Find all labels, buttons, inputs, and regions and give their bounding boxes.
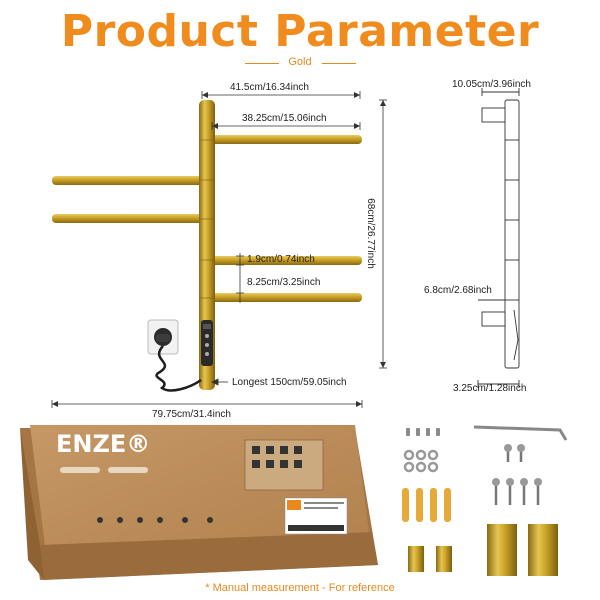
large-bracket-1 bbox=[487, 524, 517, 576]
bar-4 bbox=[210, 256, 362, 265]
allen-key bbox=[473, 425, 568, 441]
dim-side-depth-bottom: 3.25cm/1.28inch bbox=[453, 383, 527, 394]
color-subtitle: Gold bbox=[288, 56, 312, 68]
vertical-post bbox=[199, 100, 215, 390]
subtitle-divider-left bbox=[245, 63, 279, 64]
towel-rack-front-view bbox=[52, 100, 362, 390]
small-bracket-2 bbox=[436, 546, 452, 572]
dim-overall-width-bottom: 79.75cm/31.4inch bbox=[152, 409, 231, 420]
dim-side-depth-top: 10.05cm/3.96inch bbox=[452, 79, 531, 90]
dim-bar-spacing: 8.25cm/3.25inch bbox=[247, 277, 321, 288]
bar-2 bbox=[52, 176, 207, 185]
packaging-box bbox=[20, 425, 378, 580]
dim-bar-diameter: 1.9cm/0.74inch bbox=[247, 254, 315, 265]
hardware-accessories bbox=[402, 425, 568, 576]
power-plug bbox=[147, 319, 202, 392]
bar-1 bbox=[210, 135, 362, 144]
dim-overall-width-top: 41.5cm/16.34inch bbox=[230, 82, 309, 93]
dim-side-bracket-spacing: 6.8cm/2.68inch bbox=[424, 285, 492, 296]
small-bracket-1 bbox=[408, 546, 424, 572]
dim-bar-length: 38.25cm/15.06inch bbox=[242, 113, 327, 124]
dimension-arrows bbox=[52, 92, 386, 407]
side-view bbox=[477, 88, 520, 388]
bar-5 bbox=[210, 293, 362, 302]
dim-cord-length: Longest 150cm/59.05inch bbox=[232, 377, 347, 388]
dim-height: 68cm/26.77inch bbox=[364, 198, 376, 269]
dimension-lines bbox=[51, 91, 387, 408]
footer-note: * Manual measurement - For reference bbox=[205, 582, 395, 594]
box-brand-logo: ENZE® bbox=[56, 430, 151, 458]
subtitle-divider-right bbox=[322, 63, 356, 64]
bar-3 bbox=[52, 214, 207, 223]
large-bracket-2 bbox=[528, 524, 558, 576]
page-title: Product Parameter bbox=[60, 6, 540, 57]
